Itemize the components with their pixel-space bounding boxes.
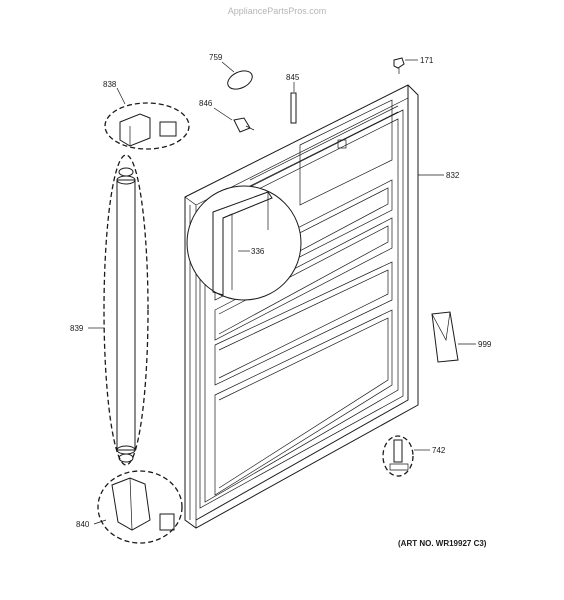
part-label-336[interactable]: 336	[251, 247, 265, 256]
part-846-hinge-pin: 846	[199, 99, 255, 133]
part-742-latch: 742	[382, 435, 446, 477]
part-759-bumper: 759	[209, 53, 253, 90]
art-number-text: (ART NO. WR19927 C3)	[398, 539, 487, 548]
part-839-tube: 839	[70, 154, 149, 466]
part-label-838[interactable]: 838	[103, 80, 117, 89]
part-label-846[interactable]: 846	[199, 99, 213, 108]
part-840-bracket: 840	[76, 470, 183, 544]
part-999-packet: 999	[431, 311, 492, 363]
part-832-label-group: 832	[418, 171, 460, 180]
part-label-832[interactable]: 832	[446, 171, 460, 180]
part-label-845[interactable]: 845	[286, 73, 300, 82]
part-label-759[interactable]: 759	[209, 53, 223, 62]
part-label-171[interactable]: 171	[420, 56, 434, 65]
part-label-840[interactable]: 840	[76, 520, 90, 529]
gasket-detail-callout: 336	[186, 185, 302, 301]
part-label-742[interactable]: 742	[432, 446, 446, 455]
watermark-text: AppliancePartsPros.com	[228, 6, 327, 16]
part-171-screw: 171	[393, 56, 434, 74]
part-838-bracket: 838	[103, 80, 190, 150]
part-label-999[interactable]: 999	[478, 340, 492, 349]
part-845-pin: 845	[286, 73, 300, 124]
part-label-839[interactable]: 839	[70, 324, 84, 333]
